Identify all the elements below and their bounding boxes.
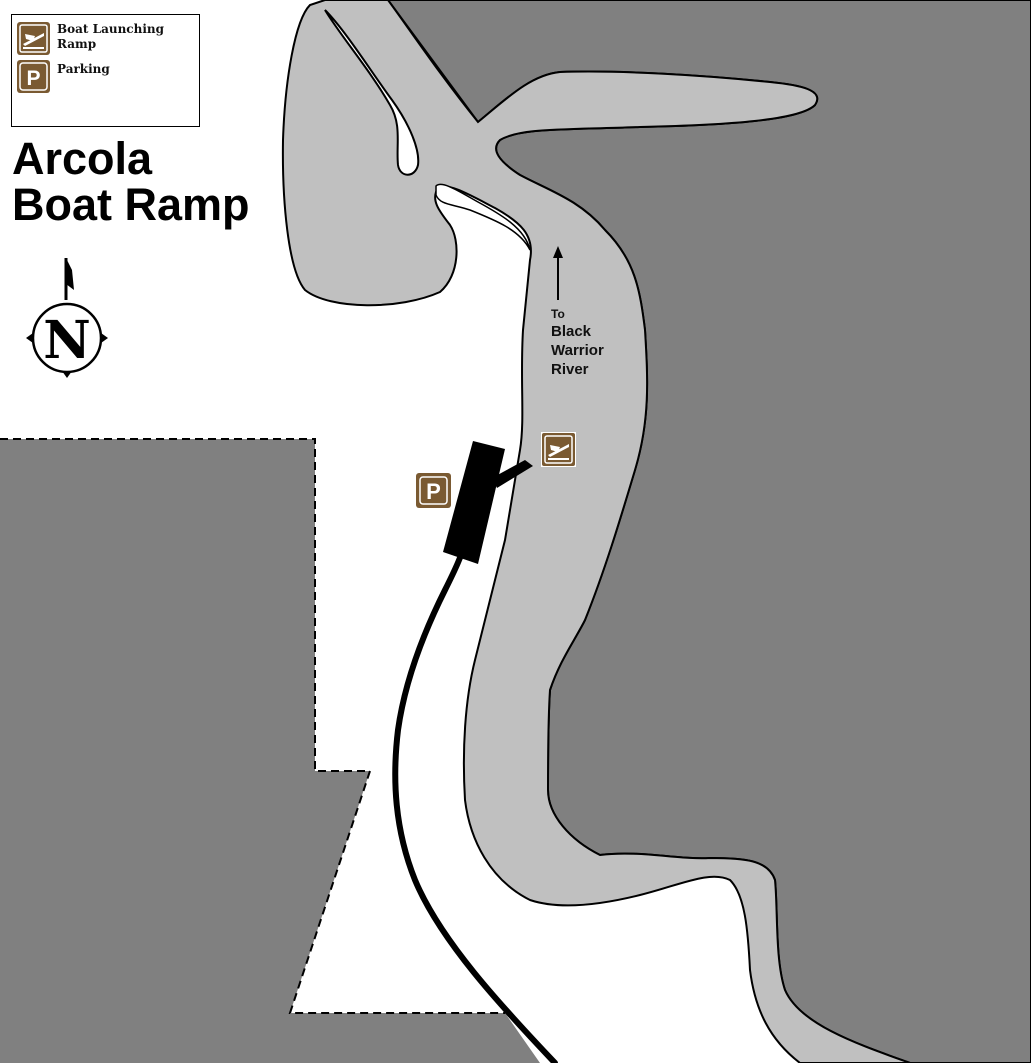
land-southwest [0,439,540,1063]
boat-ramp [492,460,533,488]
river-note-river: River [551,361,589,378]
river-note-to: To [551,307,565,321]
compass-point-w [26,333,33,343]
legend-label: Boat Launching Ramp [57,22,165,51]
north-letter: N [43,310,91,371]
parking-letter: P [426,479,441,504]
legend-item-boat-ramp: Boat Launching Ramp [17,22,177,55]
compass-point-s [62,371,72,378]
river-arrow-head [553,246,563,258]
river-note-black: Black [551,323,592,340]
map-title-line1: Arcola [12,133,153,184]
legend-item-parking: P Parking [17,60,177,93]
island-middle [435,183,531,251]
legend-label: Parking [57,62,110,76]
north-flag [66,258,74,290]
legend: Boat Launching Ramp P Parking [11,14,200,127]
water-west-lobe [281,0,911,1063]
boat-launch-icon [17,22,50,55]
map-title: Arcola Boat Ramp [12,136,250,228]
compass-point-e [101,333,108,343]
access-road [392,537,558,1063]
property-boundary [0,438,505,1014]
parking-lot [443,441,505,564]
parking-icon: P [416,473,451,508]
parking-icon: P [17,60,50,93]
island-north [324,9,420,176]
map-title-line2: Boat Ramp [12,179,250,230]
boat-launch-icon [541,432,576,467]
parking-letter: P [26,67,40,90]
river-note-warrior: Warrior [551,342,604,359]
north-arrow: N [26,258,108,378]
river-direction-note: To Black Warrior River [551,306,604,379]
